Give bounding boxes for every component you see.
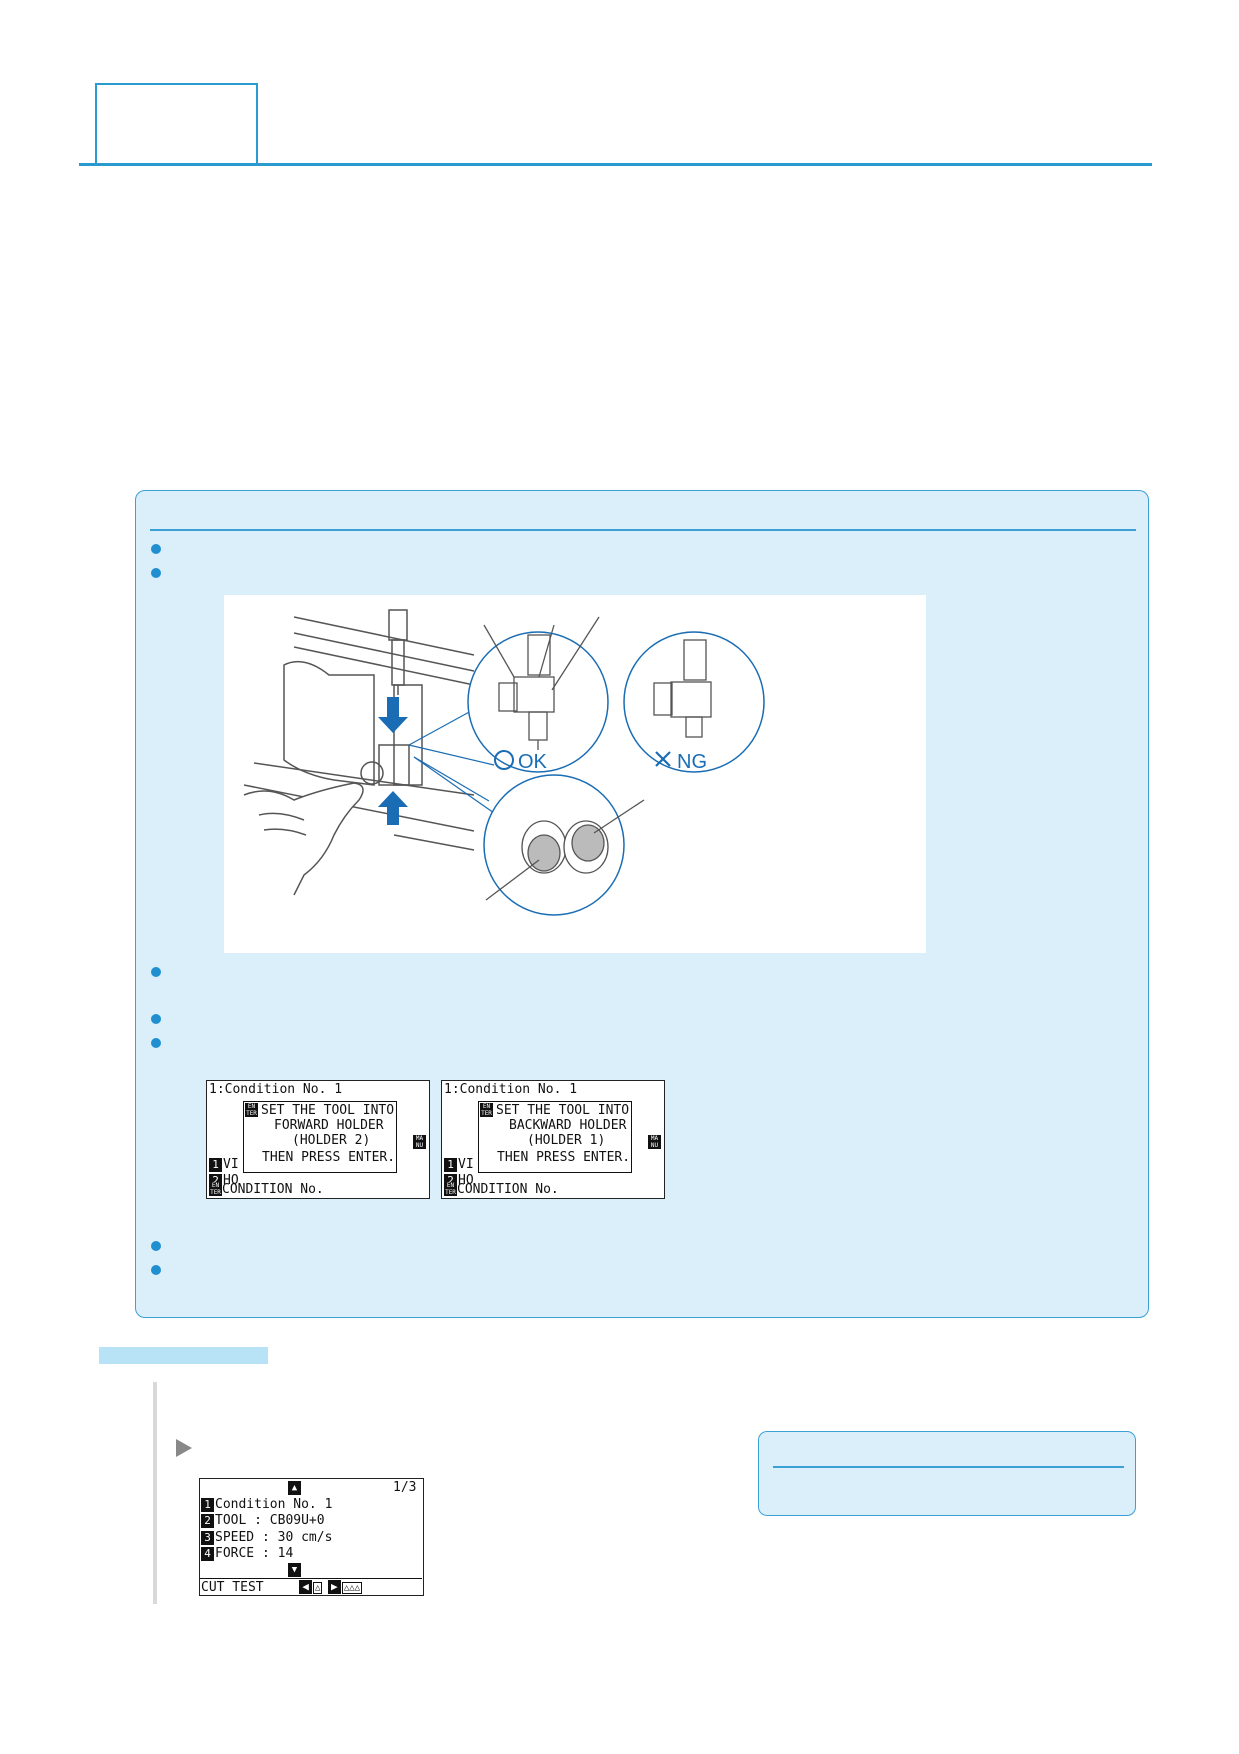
lcd-row-text: HO — [458, 1173, 474, 1188]
page-indicator: 1/3 — [393, 1480, 417, 1495]
info-panel — [758, 1431, 1136, 1516]
dialog-line: SET THE TOOL INTO — [496, 1103, 630, 1118]
dialog-line: THEN PRESS ENTER. — [262, 1150, 396, 1165]
dialog-line: (HOLDER 2) — [292, 1133, 371, 1148]
header-rule — [79, 163, 1152, 166]
dialog-line: THEN PRESS ENTER. — [497, 1150, 631, 1165]
down-arrow-icon: ▼ — [288, 1563, 301, 1577]
lcd-row-text: HO — [223, 1173, 239, 1188]
bullet-icon — [151, 544, 161, 554]
bullet-icon — [151, 967, 161, 977]
right-arrow-icon: ▶ — [327, 1580, 341, 1594]
note-panel-rule — [150, 529, 1136, 531]
bullet-icon — [151, 1038, 161, 1048]
dialog-line: SET THE TOOL INTO — [261, 1103, 395, 1118]
bullet-icon — [151, 1014, 161, 1024]
chapter-header-box — [95, 83, 258, 164]
lcd-row-text: VI — [223, 1157, 239, 1172]
ng-label: NG — [677, 751, 707, 773]
row-key: 2 — [201, 1514, 214, 1528]
lcd-footer-text: CUT TEST — [201, 1580, 264, 1595]
step-icon: △△△ — [341, 1582, 363, 1594]
bullet-icon — [151, 1265, 161, 1275]
info-panel-rule — [773, 1466, 1124, 1468]
lcd-divider — [200, 1578, 422, 1579]
plotter-tool-illustration: OK NG — [243, 609, 765, 916]
lcd-row-text: SPEED : 30 cm/s — [215, 1530, 333, 1545]
lcd-title: 1:Condition No. 1 — [209, 1082, 343, 1097]
row-key: 4 — [201, 1547, 214, 1561]
lcd-row-text: Condition No. 1 — [215, 1497, 333, 1512]
step-icon: △ — [313, 1582, 323, 1594]
dialog-line: BACKWARD HOLDER — [509, 1118, 627, 1133]
arrow-keys: ◀△ ▶△△△ — [299, 1580, 363, 1596]
lcd-title: 1:Condition No. 1 — [444, 1082, 578, 1097]
lcd-row-text: FORCE : 14 — [215, 1546, 294, 1561]
bullet-icon — [151, 568, 161, 578]
up-arrow-icon: ▲ — [288, 1481, 301, 1495]
ok-label: OK — [518, 751, 548, 773]
bullet-icon — [151, 1241, 161, 1251]
dialog-line: FORWARD HOLDER — [274, 1118, 384, 1133]
row-key: 3 — [201, 1531, 214, 1545]
row-key: 1 — [201, 1498, 214, 1512]
section-heading-bar — [99, 1347, 268, 1364]
step-rule — [153, 1382, 157, 1604]
lcd-row-text: VI — [458, 1157, 474, 1172]
lcd-row-text: TOOL : CB09U+0 — [215, 1513, 325, 1528]
tool-holder-illustration: OK NG — [224, 595, 926, 953]
play-triangle-icon — [176, 1439, 192, 1457]
lcd-footer-text: CONDITION No. — [457, 1182, 559, 1197]
left-arrow-icon: ◀ — [299, 1580, 312, 1594]
dialog-line: (HOLDER 1) — [527, 1133, 606, 1148]
lcd-footer-text: CONDITION No. — [222, 1182, 324, 1197]
